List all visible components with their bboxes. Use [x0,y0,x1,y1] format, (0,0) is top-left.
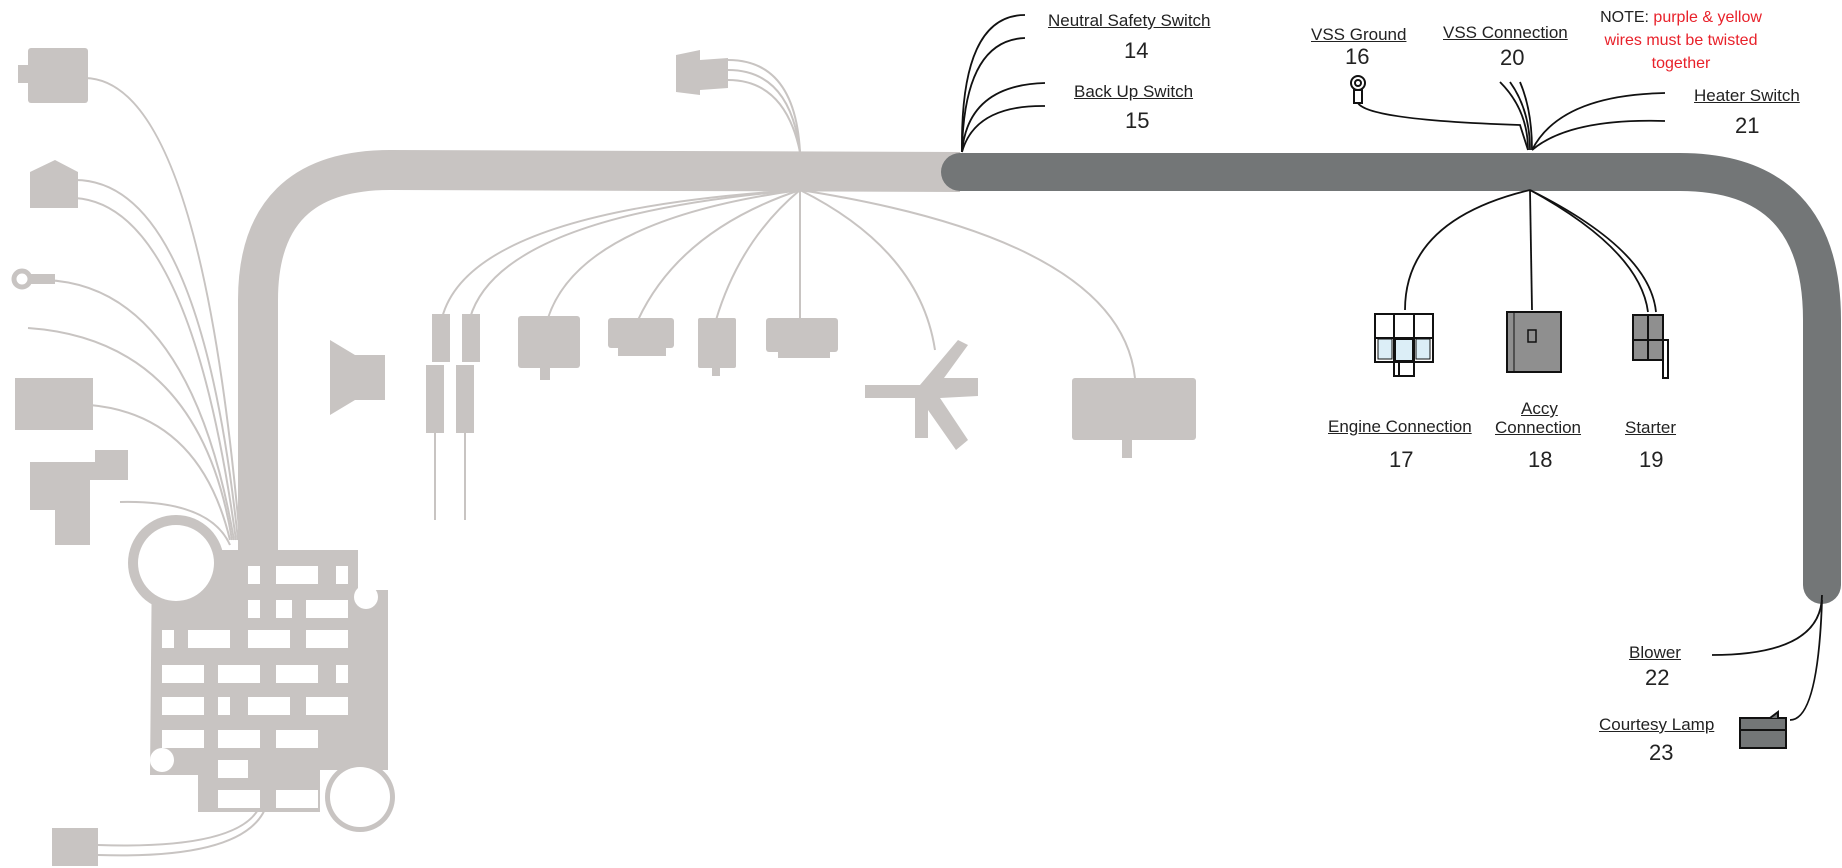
ring-terminal-icon [1350,75,1366,104]
note-line2: wires must be twisted [1604,32,1758,49]
number-23: 23 [1649,740,1674,765]
connector-faded [1072,378,1196,440]
courtesy-lamp-icon [1739,710,1787,749]
number-14: 14 [1124,38,1149,63]
note-prefix: NOTE: [1600,9,1654,26]
note-line1: purple & yellow [1653,9,1762,26]
connector-faded [28,48,88,103]
connector-faded [432,314,450,362]
label-engine-connection: Engine Connection [1328,417,1472,436]
horn-faded [330,340,385,415]
connector-faded [608,318,674,348]
connector-faded [15,378,93,430]
note-line3: together [1651,55,1711,72]
connector-faded [865,340,978,450]
connector-faded [30,450,128,545]
number-17: 17 [1389,447,1414,472]
wires [961,14,1823,721]
number-15: 15 [1125,108,1150,133]
label-accy-line1: Accy [1521,399,1558,418]
connector-faded [518,316,580,368]
label-accy-line2: Connection [1495,418,1582,437]
number-21: 21 [1735,113,1760,138]
number-19: 19 [1639,447,1664,472]
connector-faded [676,50,728,95]
note-text: NOTE: purple & yellow wires must be twis… [1588,6,1774,75]
label-back-up-switch: Back Up Switch [1074,82,1194,101]
ring-terminal-faded [11,268,33,290]
active-trunk [941,153,1841,604]
number-16: 16 [1345,44,1370,69]
active-harness-section [941,14,1841,749]
label-heater-switch: Heater Switch [1694,86,1800,105]
label-courtesy-lamp: Courtesy Lamp [1599,715,1715,734]
label-blower: Blower [1629,643,1681,662]
faded-trunk [238,150,961,560]
connector-faded [30,160,78,208]
accy-connector-icon [1506,311,1562,373]
number-18: 18 [1528,447,1553,472]
engine-connector-icon [1374,313,1434,377]
connector-faded [698,318,736,368]
label-vss-connection: VSS Connection [1443,23,1568,42]
number-22: 22 [1645,665,1670,690]
label-neutral-safety-switch: Neutral Safety Switch [1048,11,1211,30]
connector-faded [52,828,98,866]
faded-harness-section [11,48,1196,866]
connector-faded [766,318,838,352]
number-20: 20 [1500,45,1525,70]
starter-connector-icon [1632,314,1669,379]
label-vss-ground: VSS Ground [1311,25,1407,44]
label-starter: Starter [1625,418,1677,437]
